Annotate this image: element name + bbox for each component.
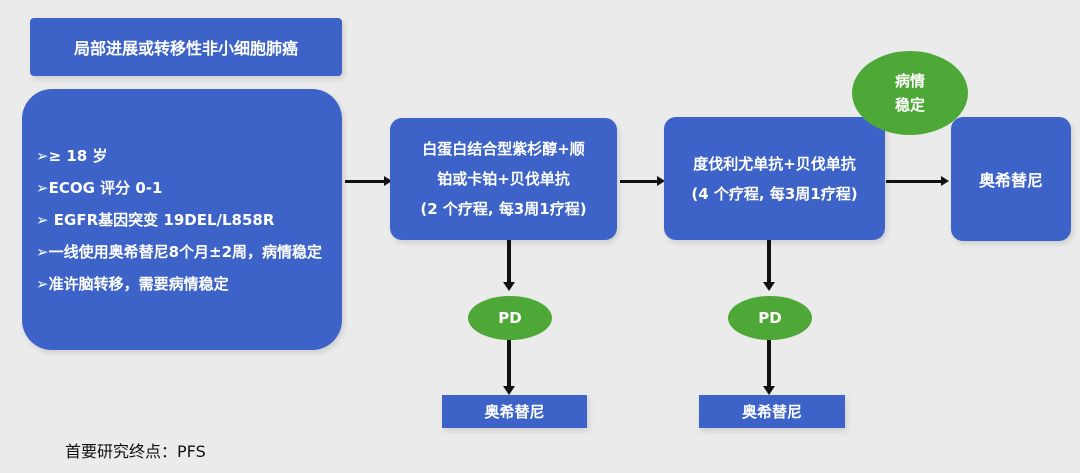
pd-outcome-box: 奥希替尼 [699,395,845,428]
arrow-line [767,340,771,386]
arrow-head [503,282,515,291]
pd-text: PD [758,309,782,327]
arrow-line [886,180,942,183]
pd-outcome-text: 奥希替尼 [741,403,802,421]
step2-box: 度伐利尤单抗+贝伐单抗 (4 个疗程, 每3周1疗程) [664,117,885,240]
arrow-line [767,240,771,282]
criterion: ➢ECOG 评分 0-1 [36,178,163,197]
arrow-head [763,386,775,395]
arrow-head [384,176,392,186]
arrow-head [503,386,515,395]
criterion: ➢ EGFR基因突变 19DEL/L858R [36,210,275,229]
arrow-head [941,176,949,186]
step1-line: 白蛋白结合型紫杉醇+顺 [422,140,585,158]
pd-ellipse: PD [728,296,812,340]
step1-box: 白蛋白结合型紫杉醇+顺 铂或卡铂+贝伐单抗 (2 个疗程, 每3周1疗程) [390,118,617,240]
step1-line: (2 个疗程, 每3周1疗程) [420,200,587,218]
arrow-head [657,176,665,186]
criterion: ➢≥ 18 岁 [36,146,108,165]
arrow-head [763,282,775,291]
step2-line: 度伐利尤单抗+贝伐单抗 [693,154,856,173]
stable-text: 稳定 [894,96,925,114]
step1-line: 铂或卡铂+贝伐单抗 [437,170,570,188]
arrow-line [507,240,511,282]
stable-text: 病情 [894,72,925,90]
arrow-line [507,340,511,386]
arrow-line [345,180,385,183]
criteria-box: ➢≥ 18 岁 ➢ECOG 评分 0-1 ➢ EGFR基因突变 19DEL/L8… [22,89,342,350]
criterion: ➢准许脑转移，需要病情稳定 [36,274,229,293]
pd-ellipse: PD [468,296,552,340]
criterion: ➢一线使用奥希替尼8个月±2周，病情稳定 [36,242,323,261]
pd-outcome-box: 奥希替尼 [442,395,587,428]
stable-ellipse: 病情 稳定 [852,51,968,135]
title-box: 局部进展或转移性非小细胞肺癌 [30,18,342,76]
step3-box: 奥希替尼 [951,117,1071,241]
endpoint-text: 首要研究终点：PFS [65,442,206,461]
arrow-line [620,180,658,183]
step2-line: (4 个疗程, 每3周1疗程) [691,184,858,203]
pd-outcome-text: 奥希替尼 [484,403,545,421]
pd-text: PD [498,309,522,327]
title-text: 局部进展或转移性非小细胞肺癌 [73,39,298,58]
step3-text: 奥希替尼 [978,171,1043,190]
